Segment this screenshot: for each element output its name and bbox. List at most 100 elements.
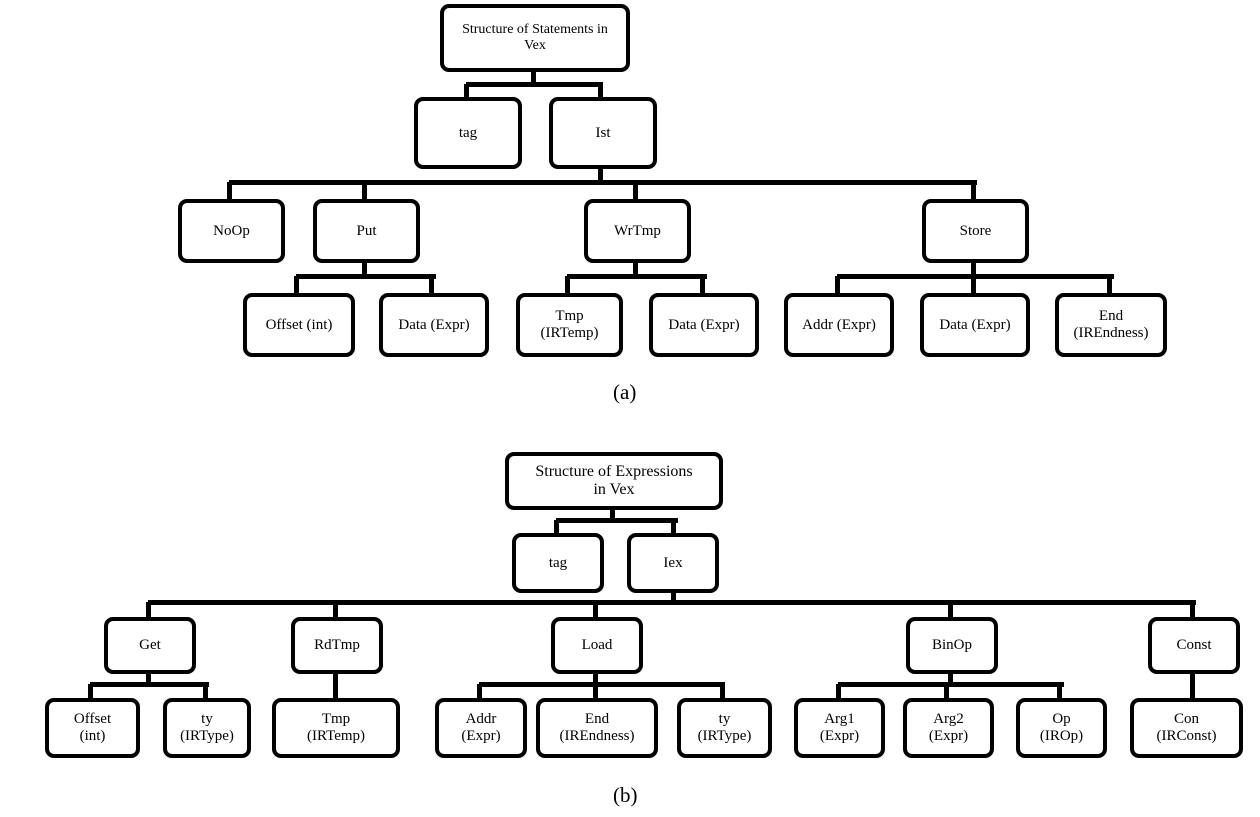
connector-b-e-rdtmp-up xyxy=(333,602,338,620)
node-label: Structure of Statements in Vex xyxy=(462,22,608,53)
node-label: WrTmp xyxy=(614,222,661,239)
node-b-tag[interactable]: tag xyxy=(512,533,604,593)
node-label: Tmp (IRTemp) xyxy=(306,711,366,744)
node-b-get[interactable]: Get xyxy=(104,617,196,674)
connector-a-e-ist-up xyxy=(598,84,603,99)
node-a-put[interactable]: Put xyxy=(313,199,420,263)
connector-b-e-ty1-up xyxy=(203,684,208,701)
connector-a-e-tmp-up xyxy=(565,276,570,295)
node-b-addr-expr[interactable]: Addr (Expr) xyxy=(435,698,527,758)
connector-a-e-ist-bar xyxy=(229,180,977,185)
node-label: Get xyxy=(139,637,161,654)
connector-a-e-wrtmp-drop xyxy=(633,263,638,278)
node-label: tag xyxy=(548,554,568,571)
connector-a-e-dataexpr1-up xyxy=(429,276,434,295)
connector-b-e-rdtmp-drop xyxy=(333,674,338,700)
node-label: Load xyxy=(581,637,613,654)
node-b-offset-int[interactable]: Offset (int) xyxy=(45,698,140,758)
node-b-const[interactable]: Const xyxy=(1148,617,1240,674)
node-label: Data (Expr) xyxy=(668,316,740,333)
node-label: End (IREndness) xyxy=(559,711,635,744)
connector-b-e-get-up xyxy=(146,602,151,620)
node-label: End (IREndness) xyxy=(1073,308,1149,341)
connector-a-e-root-drop xyxy=(531,72,536,86)
node-label: Arg2 (Expr) xyxy=(928,711,969,744)
connector-b-e-tag-up xyxy=(554,520,559,535)
connector-b-e-const-up xyxy=(1190,602,1195,620)
connector-a-e-noop-up xyxy=(227,182,232,201)
connector-b-e-iex-bar xyxy=(148,600,1196,605)
connector-a-e-put-drop xyxy=(362,263,367,278)
connector-b-e-arg1-up xyxy=(836,684,841,701)
caption-b: (b) xyxy=(613,783,638,807)
connector-b-e-iex-drop xyxy=(671,593,676,605)
node-label: Structure of Expressions in Vex xyxy=(535,463,693,498)
node-label: Put xyxy=(356,222,377,239)
node-a-tag[interactable]: tag xyxy=(414,97,522,169)
node-label: BinOp xyxy=(931,637,972,654)
node-a-tmp-irtemp[interactable]: Tmp (IRTemp) xyxy=(516,293,623,357)
connector-a-e-end-up xyxy=(1107,276,1112,295)
node-label: ty (IRType) xyxy=(697,711,752,744)
node-label: Const xyxy=(1176,637,1212,654)
connector-a-e-offset-up xyxy=(294,276,299,295)
connector-a-e-root-bar xyxy=(466,82,603,87)
node-a-ist[interactable]: Ist xyxy=(549,97,657,169)
node-a-data-expr-2[interactable]: Data (Expr) xyxy=(649,293,759,357)
connector-b-e-load-drop xyxy=(593,674,598,686)
connector-b-e-binop-bar xyxy=(838,682,1064,687)
node-b-load[interactable]: Load xyxy=(551,617,643,674)
node-label: Store xyxy=(959,222,992,239)
node-b-root[interactable]: Structure of Expressions in Vex xyxy=(505,452,723,510)
node-b-arg1-expr[interactable]: Arg1 (Expr) xyxy=(794,698,885,758)
node-label: Ist xyxy=(595,124,611,141)
connector-b-e-arg2-up xyxy=(944,684,949,701)
connector-b-e-load-up xyxy=(593,602,598,620)
node-a-offset-int[interactable]: Offset (int) xyxy=(243,293,355,357)
node-b-iex[interactable]: Iex xyxy=(627,533,719,593)
connector-a-e-dataexpr3-up xyxy=(971,276,976,295)
node-b-con-irconst[interactable]: Con (IRConst) xyxy=(1130,698,1243,758)
node-label: Offset (int) xyxy=(265,316,333,333)
node-a-store[interactable]: Store xyxy=(922,199,1029,263)
connector-b-e-root-drop xyxy=(610,510,615,522)
node-b-binop[interactable]: BinOp xyxy=(906,617,998,674)
node-label: ty (IRType) xyxy=(180,711,234,744)
node-label: Data (Expr) xyxy=(939,316,1011,333)
node-b-end-endness[interactable]: End (IREndness) xyxy=(536,698,658,758)
node-label: NoOp xyxy=(213,222,250,239)
connector-b-e-binop-drop xyxy=(948,674,953,686)
node-label: Addr (Expr) xyxy=(461,711,501,744)
connector-b-e-op-up xyxy=(1057,684,1062,701)
node-label: Iex xyxy=(663,554,683,571)
connector-a-e-put-bar xyxy=(296,274,436,279)
node-b-ty-irtype-2[interactable]: ty (IRType) xyxy=(677,698,772,758)
node-a-end-endness[interactable]: End (IREndness) xyxy=(1055,293,1167,357)
node-b-ty-irtype-1[interactable]: ty (IRType) xyxy=(163,698,251,758)
connector-b-e-offset-up xyxy=(88,684,93,701)
connector-a-e-addr-up xyxy=(835,276,840,295)
node-a-addr-expr[interactable]: Addr (Expr) xyxy=(784,293,894,357)
connector-b-e-ty2-up xyxy=(720,684,725,701)
connector-b-e-get-drop xyxy=(146,674,151,686)
node-a-data-expr-1[interactable]: Data (Expr) xyxy=(379,293,489,357)
connector-b-e-root-bar xyxy=(556,518,678,523)
connector-b-e-addr-up xyxy=(477,684,482,701)
node-a-wrtmp[interactable]: WrTmp xyxy=(584,199,691,263)
caption-a: (a) xyxy=(613,380,637,404)
node-b-arg2-expr[interactable]: Arg2 (Expr) xyxy=(903,698,994,758)
node-b-op-irop[interactable]: Op (IROp) xyxy=(1016,698,1107,758)
connector-a-e-ist-drop xyxy=(598,169,603,183)
node-a-root[interactable]: Structure of Statements in Vex xyxy=(440,4,630,72)
connector-b-e-get-bar xyxy=(90,682,209,687)
node-b-tmp-irtemp[interactable]: Tmp (IRTemp) xyxy=(272,698,400,758)
connector-b-e-binop-up xyxy=(948,602,953,620)
node-a-data-expr-3[interactable]: Data (Expr) xyxy=(920,293,1030,357)
connector-b-e-end-up xyxy=(593,684,598,701)
node-b-rdtmp[interactable]: RdTmp xyxy=(291,617,383,674)
node-label: Data (Expr) xyxy=(398,316,470,333)
node-a-noop[interactable]: NoOp xyxy=(178,199,285,263)
connector-b-e-load-bar xyxy=(479,682,725,687)
node-label: tag xyxy=(458,124,478,141)
node-label: Tmp (IRTemp) xyxy=(540,308,599,341)
